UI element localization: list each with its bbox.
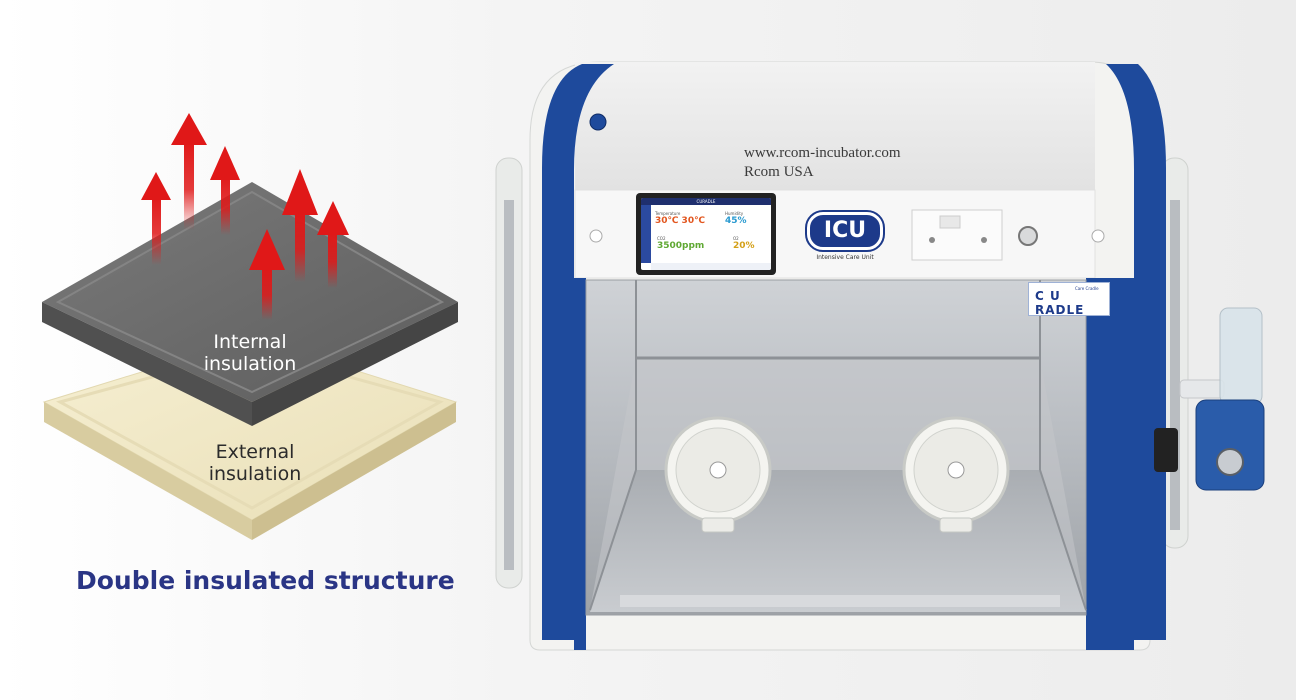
insulation-layers-illustration	[42, 113, 458, 540]
external-insulation-plate	[42, 337, 458, 540]
up-arrow-icon	[171, 113, 207, 230]
icu-incubator: www.rcom-incubator.com Rcom USA CURADLE …	[490, 50, 1270, 670]
co2-label: CO2	[657, 236, 666, 241]
o2-label: O2	[733, 236, 739, 241]
curadle-brand: C U RADLE	[1035, 289, 1085, 317]
curadle-badge: C U RADLE Care Cradle	[1028, 282, 1110, 317]
diagram-caption: Double insulated structure	[76, 566, 455, 595]
internal-insulation-label: Internal insulation	[150, 331, 350, 375]
up-arrow-icon	[141, 172, 171, 265]
chamber-window	[585, 279, 1087, 616]
temperature-value: 30℃ 30℃	[655, 216, 705, 226]
up-arrow-icon	[249, 229, 285, 320]
glove-port-icon[interactable]	[664, 416, 772, 533]
up-arrow-icon	[317, 201, 349, 288]
co2-value: 3500ppm	[657, 241, 705, 251]
outlet-icon[interactable]	[911, 209, 1003, 261]
control-touchscreen[interactable]: CURADLE Temperature 30℃ 30℃ Humidity 45%…	[636, 193, 776, 275]
top-port-icon	[589, 113, 607, 131]
control-knob[interactable]	[1018, 226, 1038, 246]
internal-insulation-plate	[42, 182, 458, 426]
icu-logo-subtitle: Intensive Care Unit	[816, 254, 874, 261]
internal-label-line2: insulation	[203, 353, 297, 375]
external-label-line2: insulation	[208, 463, 302, 485]
screen-humidity[interactable]: Humidity 45%	[725, 211, 747, 226]
screen-sidebar	[641, 205, 651, 263]
screen-o2[interactable]: O2 20%	[733, 236, 755, 251]
humidifier-unit	[1154, 307, 1265, 491]
humidity-label: Humidity	[725, 211, 744, 216]
glove-port-icon[interactable]	[902, 416, 1010, 533]
curadle-tagline: Care Cradle	[1075, 286, 1099, 291]
screw-icon	[1091, 229, 1105, 243]
watermark-url: www.rcom-incubator.com	[744, 145, 901, 161]
heat-arrows	[141, 113, 349, 320]
insulation-diagram: Internal insulation External insulation …	[0, 0, 480, 700]
screen-footer-bar	[651, 263, 771, 270]
o2-value: 20%	[733, 241, 755, 251]
screw-icon	[589, 229, 603, 243]
watermark: www.rcom-incubator.com Rcom USA	[744, 144, 900, 182]
screen-display: CURADLE Temperature 30℃ 30℃ Humidity 45%…	[641, 198, 771, 270]
incubator-body-illustration	[495, 61, 1265, 651]
up-arrow-icon	[282, 169, 318, 282]
watermark-company: Rcom USA	[744, 164, 814, 180]
external-insulation-label: External insulation	[155, 441, 355, 485]
humidity-value: 45%	[725, 216, 747, 226]
temperature-label: Temperature	[655, 211, 681, 216]
external-label-line1: External	[215, 441, 295, 463]
screen-header: CURADLE	[641, 198, 771, 205]
internal-label-line1: Internal	[213, 331, 287, 353]
up-arrow-icon	[210, 146, 240, 235]
icu-logo: ICU	[805, 210, 885, 252]
screen-temperature[interactable]: Temperature 30℃ 30℃	[655, 211, 705, 226]
screen-co2[interactable]: CO2 3500ppm	[657, 236, 704, 251]
blue-frame	[542, 64, 1166, 650]
